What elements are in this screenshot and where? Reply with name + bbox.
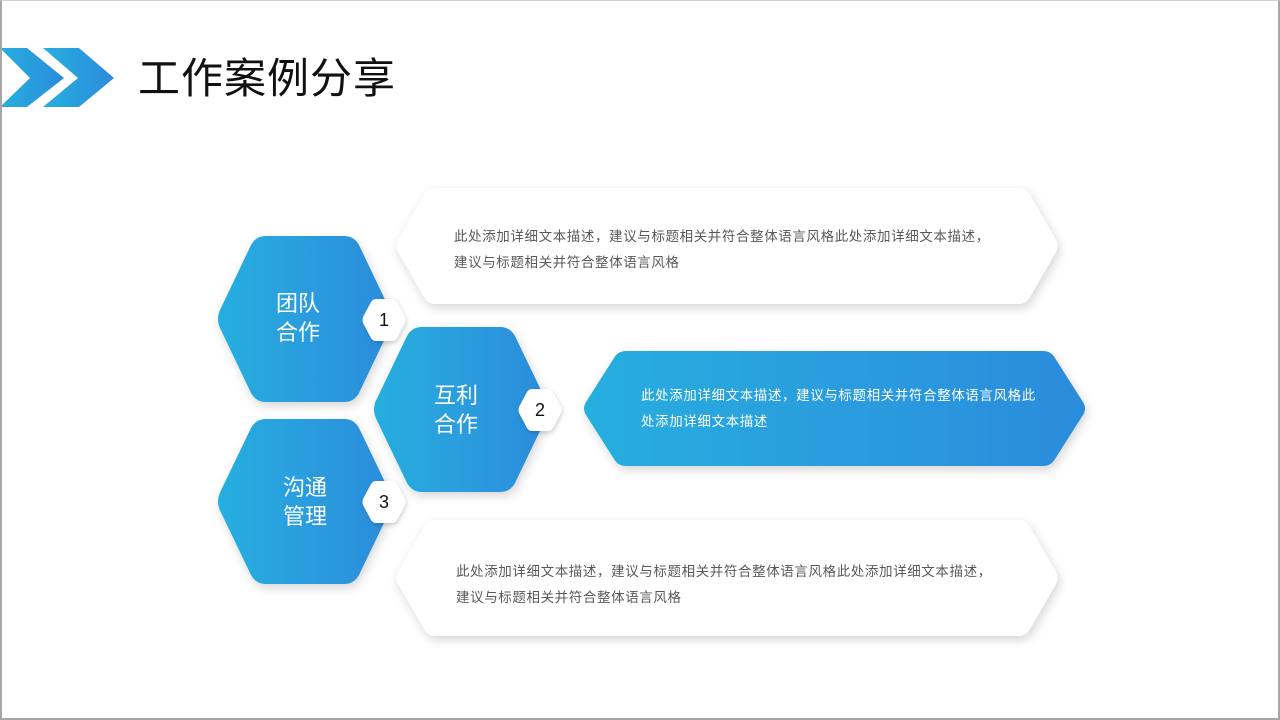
badge-1-number: 1 xyxy=(378,310,389,330)
hexagon-3-label: 沟通 管理 xyxy=(245,474,365,532)
description-card-2 xyxy=(584,351,1085,466)
hexagon-item-3 xyxy=(218,419,392,584)
description-card-1 xyxy=(396,188,1058,304)
badge-3-hexagon xyxy=(362,481,406,523)
hexagon-3-label-line2: 管理 xyxy=(282,505,327,530)
description-card-3 xyxy=(396,520,1058,636)
badge-2-number: 2 xyxy=(534,400,545,420)
page-title: 工作案例分享 xyxy=(138,54,397,103)
hexagon-2-label-line1: 互利 xyxy=(433,384,478,409)
hexagon-2-label-line2: 合作 xyxy=(433,413,478,438)
badge-2-hexagon xyxy=(518,389,562,431)
card-1-description: 此处添加详细文本描述，建议与标题相关并符合整体语言风格此处添加详细文本描述，建议… xyxy=(454,229,990,271)
badge-3-number: 3 xyxy=(378,492,389,512)
hexagon-2-label: 互利 合作 xyxy=(396,382,516,440)
hexagon-item-2 xyxy=(374,327,548,492)
hexagon-1-label-line1: 团队 xyxy=(275,292,320,317)
hexagon-item-1 xyxy=(218,236,392,402)
card-3-description: 此处添加详细文本描述，建议与标题相关并符合整体语言风格此处添加详细文本描述，建议… xyxy=(456,564,992,606)
badge-1-hexagon xyxy=(362,299,406,341)
hexagon-1-label: 团队 合作 xyxy=(238,290,358,348)
card-2-description: 此处添加详细文本描述，建议与标题相关并符合整体语言风格此处添加详细文本描述 xyxy=(641,388,1036,430)
hexagon-1-label-line2: 合作 xyxy=(275,321,320,346)
double-chevron-right-icon xyxy=(0,48,114,107)
hexagon-3-label-line1: 沟通 xyxy=(282,476,327,501)
